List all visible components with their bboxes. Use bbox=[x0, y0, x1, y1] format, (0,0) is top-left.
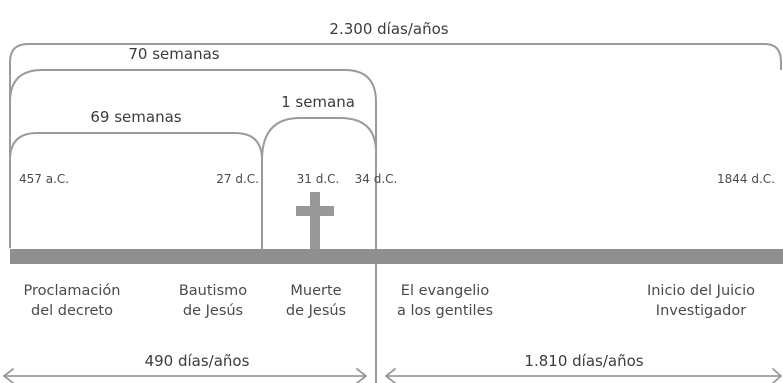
arrow-1810 bbox=[385, 368, 782, 383]
label-2300-days: 2.300 días/años bbox=[329, 20, 449, 38]
arrow-490 bbox=[3, 368, 367, 383]
event-judgment: Inicio del Juicio Investigador bbox=[646, 283, 756, 319]
bracket-1-week bbox=[261, 117, 377, 161]
timeline-bar bbox=[10, 249, 783, 264]
date-27: 27 d.C. bbox=[216, 172, 259, 186]
label-70-weeks: 70 semanas bbox=[128, 45, 220, 63]
event-gospel: El evangelio a los gentiles bbox=[396, 283, 494, 319]
date-457: 457 a.C. bbox=[19, 172, 70, 186]
event-death: Muerte de Jesús bbox=[285, 283, 347, 319]
cross-icon bbox=[296, 192, 334, 250]
bracket-69-weeks bbox=[9, 132, 263, 161]
label-490-days: 490 días/años bbox=[144, 352, 250, 370]
label-1810-days: 1.810 días/años bbox=[524, 352, 644, 370]
date-1844: 1844 d.C. bbox=[717, 172, 775, 186]
date-34: 34 d.C. bbox=[354, 172, 398, 186]
date-31: 31 d.C. bbox=[296, 172, 340, 186]
bracket-2300 bbox=[9, 43, 782, 248]
event-baptism: Bautismo de Jesús bbox=[178, 283, 248, 319]
label-1-week: 1 semana bbox=[281, 93, 355, 111]
event-decree: Proclamación del decreto bbox=[23, 283, 121, 319]
label-69-weeks: 69 semanas bbox=[90, 108, 182, 126]
bracket-70-weeks bbox=[9, 69, 377, 248]
